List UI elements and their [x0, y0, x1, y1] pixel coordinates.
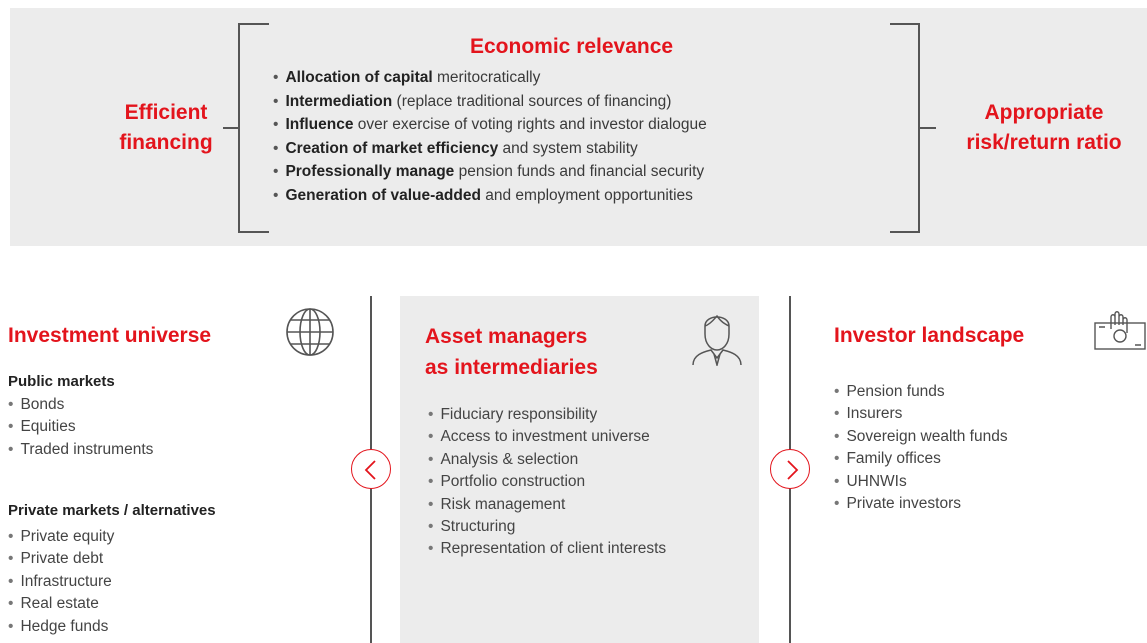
list-item: Professionally manage pension funds and …	[273, 160, 707, 184]
right-bracket	[888, 22, 938, 234]
public-markets-heading: Public markets	[8, 373, 115, 390]
money-hand-icon	[1093, 311, 1147, 358]
list-item: Private equity	[8, 526, 114, 548]
risk-return-label: Appropriate risk/return ratio	[940, 98, 1147, 158]
list-item: Equities	[8, 416, 153, 438]
list-item: Creation of market efficiency and system…	[273, 137, 707, 161]
list-item: Structuring	[428, 516, 666, 538]
asset-managers-title-line-2: as intermediaries	[425, 356, 598, 379]
list-item: Private debt	[8, 548, 114, 570]
list-item: Insurers	[834, 403, 1008, 425]
list-item: Generation of value-added and employment…	[273, 184, 707, 208]
investment-universe-title: Investment universe	[8, 324, 212, 347]
list-item: Analysis & selection	[428, 449, 666, 471]
list-item: Portfolio construction	[428, 471, 666, 493]
list-item: Real estate	[8, 593, 114, 615]
previous-button[interactable]	[351, 449, 391, 489]
list-item: Access to investment universe	[428, 426, 666, 448]
private-markets-list: Private equity Private debt Infrastructu…	[8, 526, 114, 638]
list-item: Private investors	[834, 493, 1008, 515]
left-bracket	[223, 22, 271, 234]
asset-managers-title-line-1: Asset managers	[425, 325, 588, 348]
list-item: Bonds	[8, 394, 153, 416]
list-item: Fiduciary responsibility	[428, 404, 666, 426]
list-item: Representation of client interests	[428, 538, 666, 560]
investor-landscape-title: Investor landscape	[834, 324, 1025, 347]
public-markets-list: Bonds Equities Traded instruments	[8, 394, 153, 461]
list-item: Infrastructure	[8, 571, 114, 593]
list-item: Intermediation (replace traditional sour…	[273, 90, 707, 114]
list-item: Hedge funds	[8, 616, 114, 638]
efficient-financing-line-2: financing	[119, 131, 213, 154]
asset-managers-list: Fiduciary responsibility Access to inves…	[428, 404, 666, 561]
list-item: Pension funds	[834, 381, 1008, 403]
list-item: Sovereign wealth funds	[834, 426, 1007, 448]
risk-return-line-2: risk/return ratio	[966, 131, 1122, 154]
list-item: Allocation of capital meritocratically	[273, 66, 707, 90]
efficient-financing-line-1: Efficient	[124, 101, 208, 124]
investor-landscape-list: Pension funds Insurers Sovereign wealth …	[834, 381, 1008, 515]
globe-icon	[284, 306, 336, 363]
chevron-left-icon	[364, 460, 376, 480]
economic-relevance-list: Allocation of capital meritocratically I…	[273, 66, 707, 208]
chevron-right-icon	[787, 460, 799, 480]
list-item: UHNWIs	[834, 471, 1008, 493]
next-button[interactable]	[770, 449, 810, 489]
efficient-financing-label: Efficient financing	[112, 98, 220, 158]
risk-return-line-1: Appropriate	[984, 101, 1104, 124]
list-item: Traded instruments	[8, 439, 153, 461]
list-item: Family offices	[834, 448, 1008, 470]
businessman-icon	[691, 308, 743, 371]
asset-managers-title: Asset managers as intermediaries	[425, 321, 598, 383]
list-item: Risk management	[428, 494, 666, 516]
economic-relevance-title: Economic relevance	[470, 35, 674, 58]
list-item: Influence over exercise of voting rights…	[273, 113, 706, 137]
private-markets-heading: Private markets / alternatives	[8, 502, 216, 519]
